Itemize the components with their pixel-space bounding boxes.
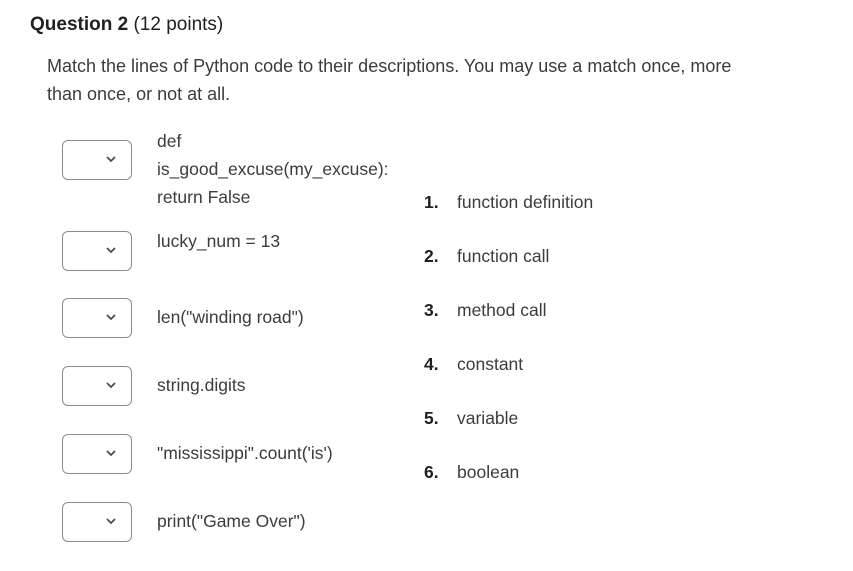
code-snippet-1: def is_good_excuse(my_excuse): return Fa… bbox=[157, 127, 389, 211]
match-select-4[interactable] bbox=[62, 366, 132, 406]
chevron-down-icon bbox=[106, 314, 116, 321]
match-row-2: lucky_num = 13 bbox=[62, 231, 280, 271]
choice-item: 5.variable bbox=[424, 408, 519, 428]
choice-item: 6.boolean bbox=[424, 462, 520, 482]
chevron-down-icon bbox=[106, 247, 116, 254]
choice-item: 4.constant bbox=[424, 354, 524, 374]
code-snippet-4: string.digits bbox=[157, 375, 246, 395]
question-number: Question 2 bbox=[30, 14, 129, 35]
chevron-down-icon bbox=[106, 450, 116, 457]
question-points: (12 points) bbox=[133, 14, 224, 35]
chevron-down-icon bbox=[106, 518, 116, 525]
match-row-4: string.digits bbox=[62, 366, 246, 406]
match-select-5[interactable] bbox=[62, 434, 132, 474]
code-line: def bbox=[157, 131, 182, 151]
match-select-6[interactable] bbox=[62, 502, 132, 542]
chevron-down-icon bbox=[106, 382, 116, 389]
choice-item: 3.method call bbox=[424, 300, 547, 320]
match-row-6: print("Game Over") bbox=[62, 502, 306, 542]
match-row-3: len("winding road") bbox=[62, 298, 304, 338]
question-title: Question 2 (12 points) bbox=[30, 14, 223, 36]
question-prompt: Match the lines of Python code to their … bbox=[47, 56, 732, 104]
match-select-3[interactable] bbox=[62, 298, 132, 338]
choice-item: 1.function definition bbox=[424, 192, 594, 212]
choices-list: 1.function definition 2.function call 3.… bbox=[424, 192, 593, 516]
code-snippet-6: print("Game Over") bbox=[157, 511, 306, 531]
code-line: is_good_excuse(my_excuse): bbox=[157, 159, 389, 179]
code-line: return False bbox=[157, 187, 251, 207]
match-select-2[interactable] bbox=[62, 231, 132, 271]
chevron-down-icon bbox=[106, 156, 116, 163]
match-row-1: def is_good_excuse(my_excuse): return Fa… bbox=[62, 131, 389, 207]
code-snippet-3: len("winding road") bbox=[157, 307, 304, 327]
code-snippet-5: "mississippi".count('is') bbox=[157, 443, 333, 463]
match-select-1[interactable] bbox=[62, 140, 132, 180]
match-row-5: "mississippi".count('is') bbox=[62, 434, 333, 474]
choice-item: 2.function call bbox=[424, 246, 550, 266]
code-snippet-2: lucky_num = 13 bbox=[157, 231, 281, 251]
